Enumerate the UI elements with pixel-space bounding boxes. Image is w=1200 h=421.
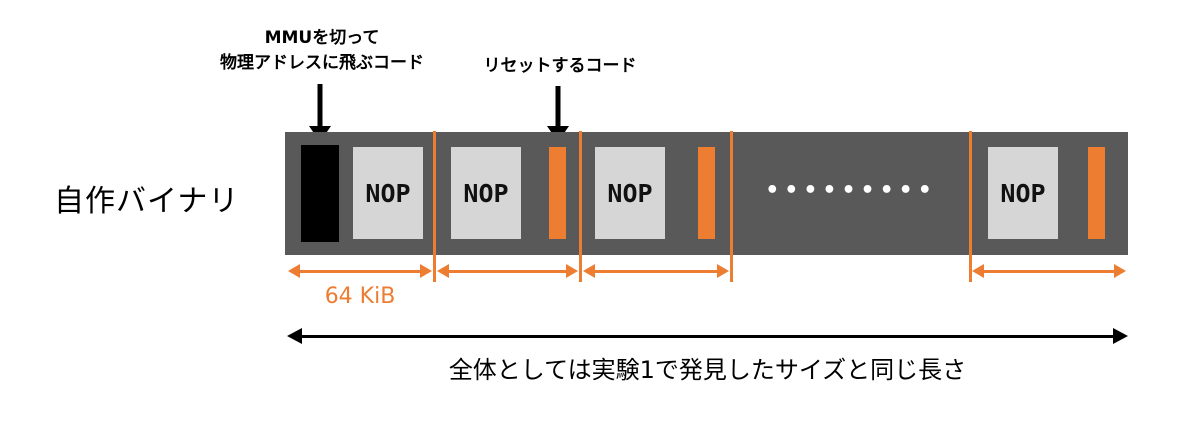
total-caption: 全体としては実験1で発見したサイズと同じ長さ [448,356,967,384]
arrow-head-right-icon [1114,264,1126,278]
segment-arrow-4 [972,263,1126,279]
arrow-head-left-icon [972,264,984,278]
arrow-line [302,334,1113,338]
reset-code-strip-2 [698,147,715,239]
mmu-annotation-line1: MMUを切って [264,28,380,48]
nop-block-4: NOP [988,147,1058,239]
segment-divider-1 [433,131,436,282]
arrow-head-left-icon [437,264,449,278]
arrow-head-left-icon [287,328,302,344]
arrow-head-right-icon [717,264,729,278]
arrow-head-right-icon [566,264,578,278]
dots-ellipsis: ••••••••• [765,177,937,203]
arrow-line [449,269,566,273]
arrow-head-right-icon [1113,328,1128,344]
binary-label: 自作バイナリ [54,184,240,219]
arrow-head-left-icon [583,264,595,278]
segment-arrow-3 [583,263,729,279]
arrow-line [300,269,420,273]
segment-divider-3 [730,131,733,282]
segment-arrow-2 [437,263,578,279]
total-length-arrow [287,328,1128,344]
reset-code-strip-3 [1088,147,1105,239]
nop-block-1: NOP [353,147,423,239]
reset-annotation: リセットするコード [483,56,637,76]
segment-divider-4 [969,131,972,282]
arrow-head-left-icon [288,264,300,278]
segment-arrow-1 [288,263,432,279]
reset-code-strip-1 [549,147,566,239]
nop-block-3: NOP [595,147,665,239]
mmu-code-block [301,145,339,242]
binary-bar: NOP NOP NOP ••••••••• NOP [285,132,1128,255]
nop-block-2: NOP [451,147,521,239]
segment-divider-2 [579,131,582,282]
mmu-annotation-line2: 物理アドレスに飛ぶコード [220,52,424,73]
arrow-line [984,269,1114,273]
mmu-annotation: MMUを切って 物理アドレスに飛ぶコード [196,26,448,75]
segment-size-label: 64 KiB [324,284,396,309]
arrow-head-right-icon [420,264,432,278]
arrow-line [595,269,717,273]
